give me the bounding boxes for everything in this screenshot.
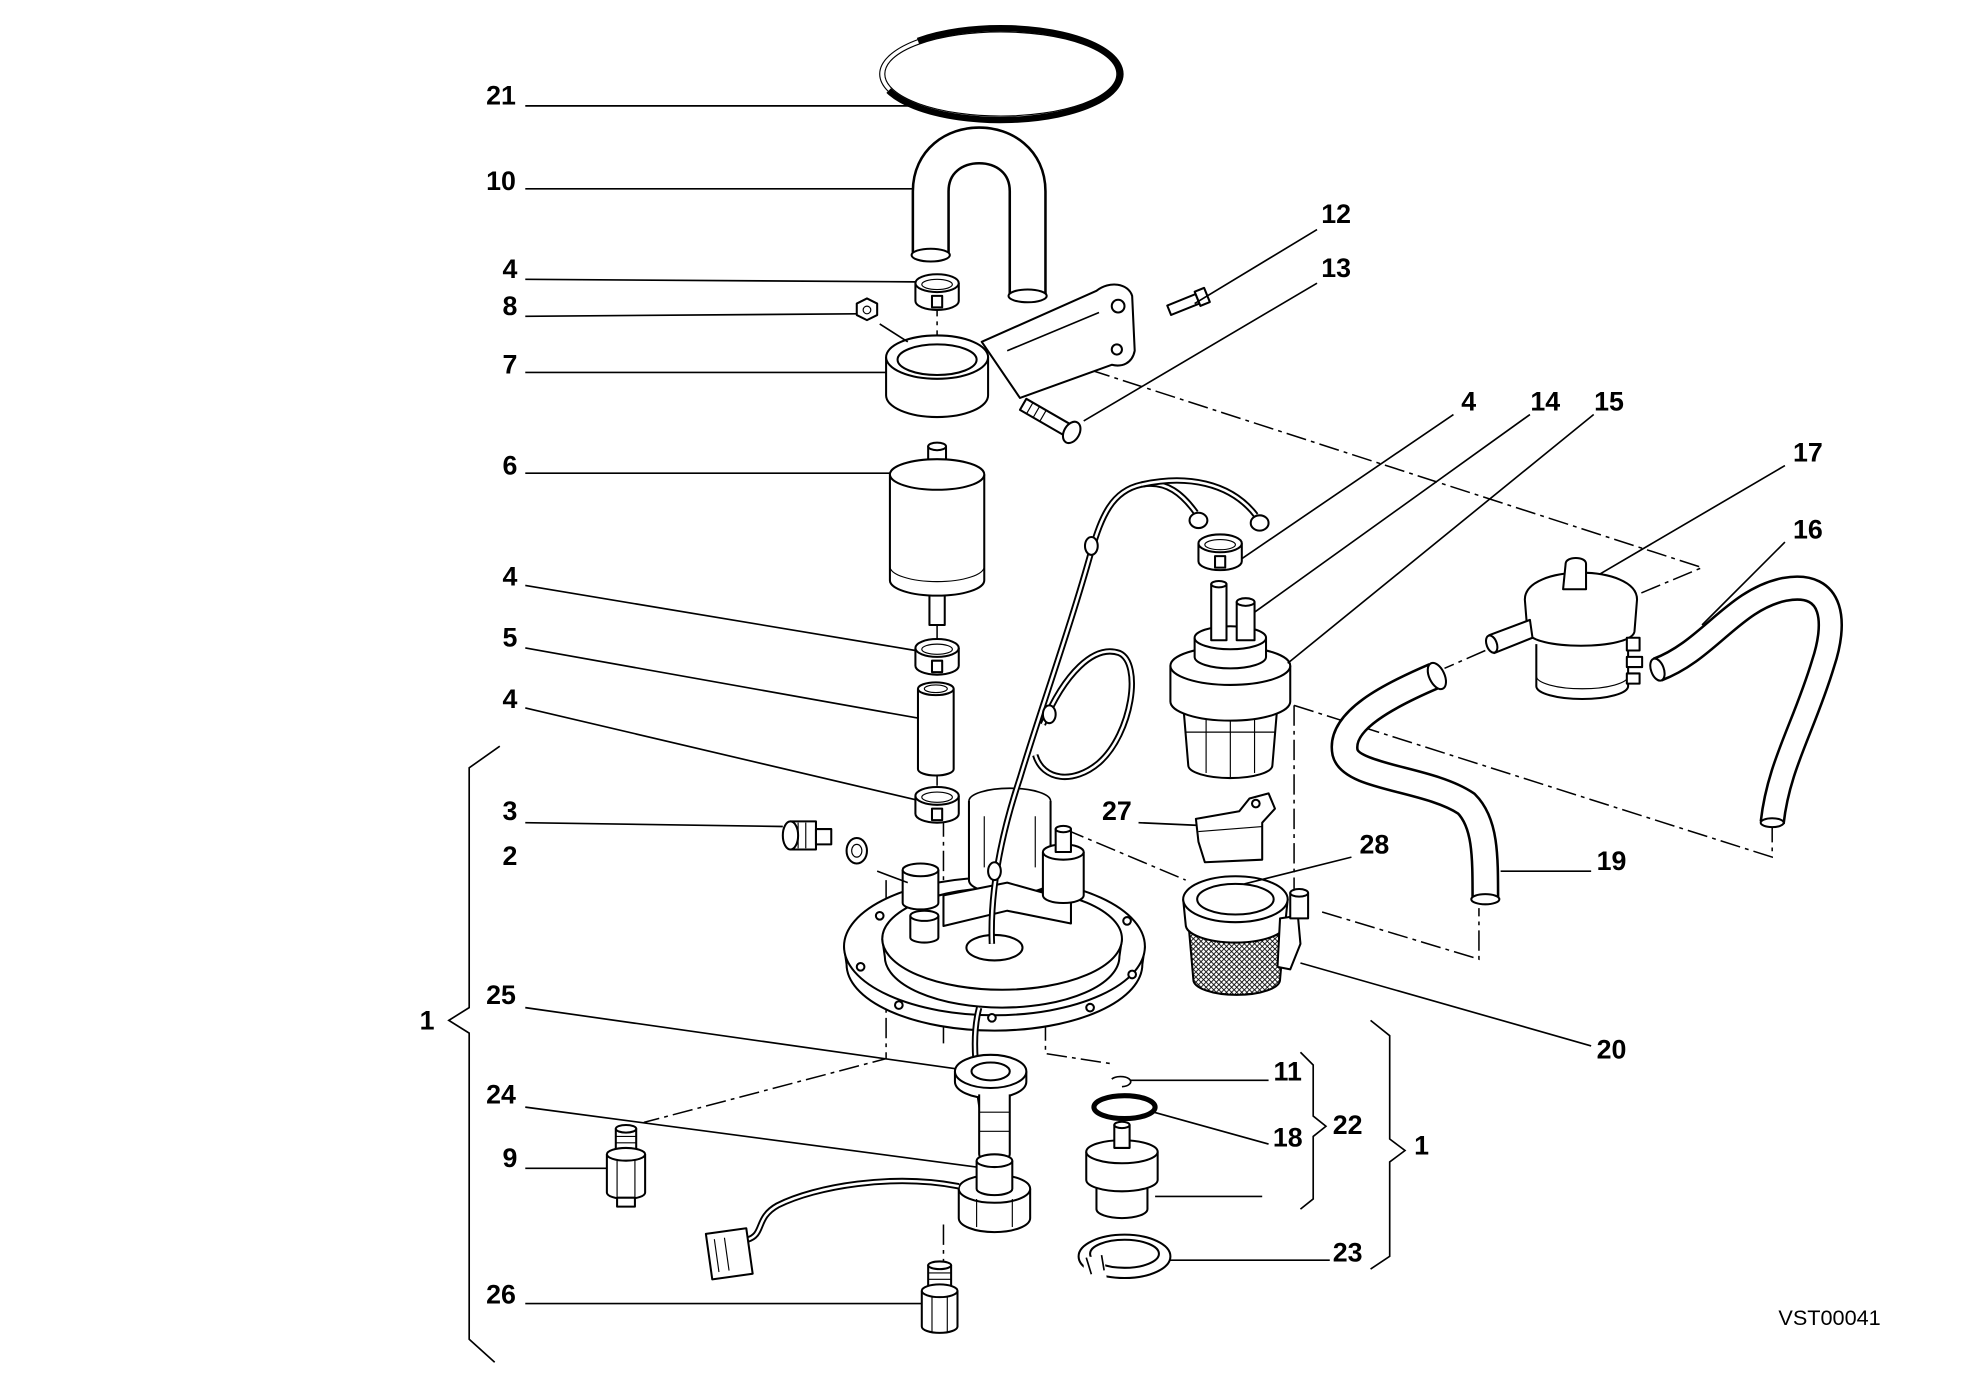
leader-line	[1254, 413, 1531, 613]
callout-label: 5	[503, 623, 518, 653]
part-grommet	[953, 1053, 1028, 1100]
part-nut	[855, 297, 909, 343]
part-hose-clamp	[1197, 533, 1243, 572]
part-hose-clamp	[914, 637, 960, 676]
part-bleed-screw	[781, 820, 868, 865]
callout-label: 26	[486, 1280, 516, 1310]
callout-label: 16	[1793, 514, 1823, 544]
part-small-ring	[1111, 1075, 1132, 1088]
callout-label: 23	[1333, 1237, 1363, 1267]
assembly-line	[1293, 704, 1773, 859]
group-bracket-right	[1370, 1019, 1407, 1270]
leader-line	[1241, 413, 1454, 560]
callout-label: 10	[486, 166, 516, 196]
part-short-tube	[916, 681, 955, 777]
part-ring-gasket	[879, 24, 1124, 124]
leader-line	[1599, 464, 1786, 575]
part-fitting	[605, 1123, 647, 1208]
part-snap-ring	[1077, 1233, 1172, 1280]
leader-line	[1138, 821, 1196, 827]
assembly-line	[1321, 908, 1480, 961]
part-hose-clamp	[914, 785, 960, 824]
callout-label: 19	[1597, 846, 1627, 876]
leader-line	[1153, 1111, 1269, 1145]
leader-line	[1701, 541, 1786, 626]
part-return-hose	[1330, 661, 1501, 906]
assembly-line	[1044, 1020, 1112, 1065]
callout-label: 3	[503, 796, 518, 826]
callout-label: 4	[503, 561, 518, 591]
callout-labels: 21 10 4 8 7 6 4 5 4 3 2 25 24 9 26 1 12 …	[420, 81, 1823, 1310]
callout-label: 4	[503, 254, 518, 284]
leader-line	[876, 870, 909, 884]
callout-label: 24	[486, 1079, 516, 1109]
leader-line	[525, 278, 916, 283]
callout-label: 22	[1333, 1110, 1363, 1140]
part-pressure-regulator	[1484, 557, 1644, 700]
assembly-line	[1444, 649, 1486, 670]
part-pump-flange	[842, 787, 1146, 1032]
part-hose-clamp	[914, 273, 960, 311]
assembly-line	[1064, 828, 1187, 881]
part-o-ring	[1091, 1093, 1158, 1122]
part-pressure-damper	[1085, 1120, 1159, 1220]
part-screw-small	[1166, 286, 1211, 317]
part-bent-hose	[910, 126, 1048, 304]
part-screw	[1018, 397, 1082, 445]
callout-label: 12	[1321, 199, 1351, 229]
leader-line	[525, 312, 857, 318]
callout-label: 27	[1102, 796, 1132, 826]
leader-line	[1194, 228, 1318, 305]
callout-label: 14	[1530, 387, 1560, 417]
callout-label: 15	[1594, 387, 1624, 417]
callout-label: 8	[503, 291, 518, 321]
leader-line	[525, 821, 783, 828]
assembly-line	[643, 880, 887, 1124]
callout-label: 1	[1414, 1130, 1429, 1160]
part-bracket	[885, 283, 1136, 419]
part-fitting-lower	[920, 1260, 959, 1334]
callout-label: 17	[1793, 438, 1823, 468]
assembly-line	[1089, 369, 1705, 601]
callout-label: 1	[420, 1005, 435, 1035]
callout-label: 6	[503, 450, 518, 480]
part-connector-fitting	[704, 1094, 1032, 1281]
callout-label: 13	[1321, 253, 1351, 283]
group-bracket-regulator	[1299, 1051, 1328, 1210]
leader-line	[525, 647, 919, 719]
group-bracket-left	[447, 745, 501, 1363]
leader-line	[1300, 962, 1592, 1047]
part-fuel-pump	[1169, 579, 1292, 780]
leader-lines	[525, 105, 1786, 1305]
part-strainer	[1182, 875, 1310, 996]
assembly-lines	[643, 295, 1773, 1273]
part-pump-holder	[1194, 792, 1276, 864]
callout-label: 18	[1273, 1123, 1303, 1153]
leader-line	[525, 1106, 977, 1168]
part-vent-hose	[1649, 575, 1843, 829]
part-wiring-harness	[971, 477, 1270, 1149]
leader-line	[1083, 282, 1318, 422]
callout-label: 4	[1461, 387, 1476, 417]
callout-label: 4	[503, 684, 518, 714]
callout-label: 28	[1360, 829, 1390, 859]
callout-label: 11	[1274, 1056, 1302, 1086]
leader-line	[525, 707, 916, 801]
connector-plug	[704, 1227, 754, 1281]
callout-label: 20	[1597, 1035, 1627, 1065]
figure-code: VST00041	[1778, 1305, 1880, 1330]
leader-line	[525, 1006, 957, 1070]
callout-label: 2	[503, 841, 518, 871]
part-fuel-filter	[888, 441, 986, 627]
callout-label: 25	[486, 980, 516, 1010]
callout-label: 9	[503, 1143, 518, 1173]
callout-label: 7	[503, 350, 518, 380]
leader-line	[1287, 413, 1595, 664]
leader-line	[1244, 856, 1352, 885]
leader-line	[525, 584, 916, 652]
callout-label: 21	[486, 81, 516, 111]
